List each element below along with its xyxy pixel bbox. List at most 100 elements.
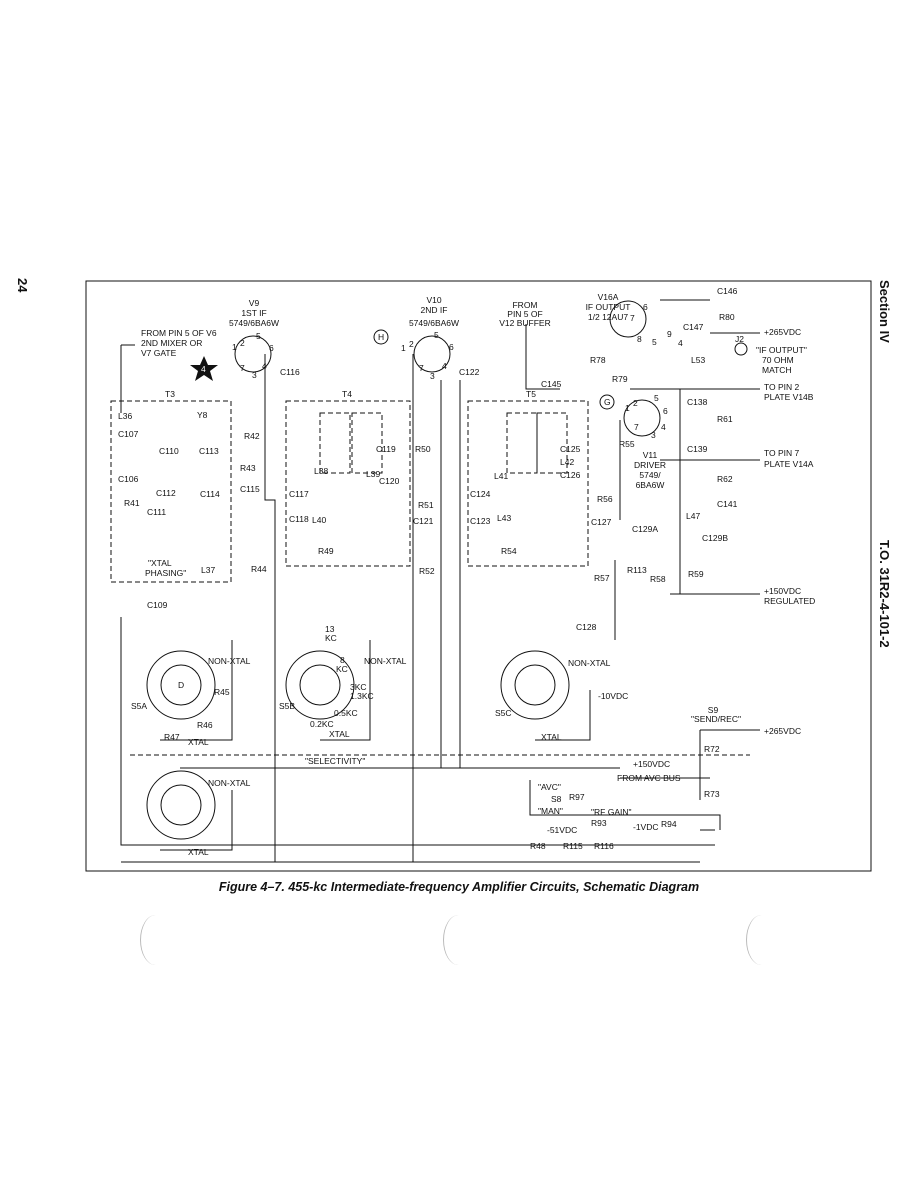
comp-c139: C139 — [687, 444, 708, 454]
v10-pin-7: 7 — [419, 363, 424, 373]
v9-pin-5: 5 — [256, 331, 261, 341]
if-output-line1: "IF OUTPUT" — [756, 345, 807, 355]
comp-r116: R116 — [594, 841, 614, 851]
comp-c138: C138 — [687, 397, 708, 407]
comp-c119: C119 — [376, 444, 396, 454]
to-v14a-line2: PLATE V14A — [764, 459, 814, 469]
v10-function: 2ND IF — [421, 305, 448, 315]
comp-r43: R43 — [240, 463, 256, 473]
comp-c120: C120 — [379, 476, 400, 486]
comp-c106: C106 — [118, 474, 139, 484]
s5a-xtal: XTAL — [188, 737, 209, 747]
comp-c107: C107 — [118, 429, 139, 439]
comp-r62: R62 — [717, 474, 733, 484]
v11-type-b: 6BA6W — [636, 480, 665, 490]
t5-box — [467, 400, 589, 567]
comp-r115: R115 — [563, 841, 583, 851]
v150-label: +150VDC — [633, 759, 670, 769]
t3-label: T3 — [165, 389, 175, 399]
comp-r41: R41 — [124, 498, 140, 508]
s5d-non-xtal: NON-XTAL — [208, 778, 251, 788]
comp-r56: R56 — [597, 494, 613, 504]
v9-pin-4: 4 — [262, 361, 267, 371]
comp-c121: C121 — [413, 516, 434, 526]
v16a-pin-7: 7 — [630, 313, 635, 323]
comp-r93: R93 — [591, 818, 607, 828]
comp-r42: R42 — [244, 431, 260, 441]
comp-r79: R79 — [612, 374, 628, 384]
comp-r52: R52 — [419, 566, 435, 576]
line-from-v12 — [525, 324, 560, 390]
comp-l47: L47 — [686, 511, 700, 521]
s5a-xtal-line — [160, 640, 233, 741]
bus-bottom — [120, 617, 715, 846]
comp-c126: C126 — [560, 470, 581, 480]
comp-r44: R44 — [251, 564, 267, 574]
s5d-xtal: XTAL — [188, 847, 209, 857]
v10-name: V10 — [426, 295, 441, 305]
if-output-line2: 70 OHM — [762, 355, 794, 365]
v9-pin-3: 3 — [252, 370, 257, 380]
if-output-line3: MATCH — [762, 365, 792, 375]
t5-can-a — [506, 412, 538, 474]
comp-c124: C124 — [470, 489, 491, 499]
kc13-num: 13 — [325, 624, 335, 634]
comp-r50: R50 — [415, 444, 431, 454]
v11-name: V11 — [643, 450, 658, 460]
s5b-xtal: XTAL — [329, 729, 350, 739]
v11-label: V11 DRIVER 5749/ 6BA6W — [634, 450, 666, 490]
comp-y8: Y8 — [197, 410, 208, 420]
v16a-function: IF OUTPUT — [586, 302, 631, 312]
comp-l38: L38 — [314, 466, 328, 476]
s5a-label: S5A — [131, 701, 147, 711]
s5c-switch — [500, 650, 570, 720]
j2-connector — [734, 342, 748, 356]
v9-pin-6: 6 — [269, 343, 274, 353]
comp-r73: R73 — [704, 789, 720, 799]
s8-r93-line — [529, 780, 721, 830]
from-v12-line3: V12 BUFFER — [499, 318, 551, 328]
to-v14b-line1: TO PIN 2 — [764, 382, 800, 392]
comp-r59: R59 — [688, 569, 704, 579]
comp-c114: C114 — [200, 489, 220, 499]
comp-r94: R94 — [661, 819, 677, 829]
s5b-xtal-line — [320, 640, 371, 741]
comp-r97: R97 — [569, 792, 585, 802]
comp-c125: C125 — [560, 444, 581, 454]
from-v6-line2: 2ND MIXER OR — [141, 338, 202, 348]
s5b-switch — [285, 650, 355, 720]
s8-man: "MAN" — [538, 806, 563, 816]
comp-r55: R55 — [619, 439, 635, 449]
xtal-phasing-line1: "XTAL — [148, 558, 172, 568]
marker-4-number: 4 — [201, 364, 206, 374]
comp-l39: L39 — [366, 469, 380, 479]
comp-r78: R78 — [590, 355, 606, 365]
kc13b-label: 1.3KC — [350, 691, 374, 701]
comp-r51: R51 — [418, 500, 434, 510]
v10-tube — [413, 335, 451, 373]
v10-pin-4: 4 — [442, 361, 447, 371]
s5d-switch — [146, 770, 216, 840]
v10-pin-3: 3 — [430, 371, 435, 381]
comp-c141: C141 — [717, 499, 738, 509]
neg1v-label: -1VDC — [633, 822, 659, 832]
comp-c147: C147 — [683, 322, 704, 332]
comp-c110: C110 — [159, 446, 179, 456]
kc02-label: 0.2KC — [310, 719, 334, 729]
marker-g-letter: G — [604, 397, 611, 407]
marker-h-letter: H — [378, 332, 384, 342]
comp-c109: C109 — [147, 600, 168, 610]
v16a-type: 1/2 12AU7 — [588, 312, 628, 322]
v11-pin-4: 4 — [661, 422, 666, 432]
selectivity-label: "SELECTIVITY" — [305, 756, 365, 766]
from-v12-line1: FROM — [512, 300, 537, 310]
from-avc-label: FROM AVC BUS — [617, 773, 681, 783]
comp-c129b: C129B — [702, 533, 728, 543]
s5b-rotor — [299, 664, 341, 706]
s5d-xtal-line — [160, 790, 233, 851]
comp-c113: C113 — [199, 446, 219, 456]
s9-function: "SEND/REC" — [691, 714, 741, 724]
s5c-non-xtal: NON-XTAL — [568, 658, 611, 668]
comp-l42: L42 — [560, 457, 574, 467]
v16a-pin-8: 8 — [637, 334, 642, 344]
